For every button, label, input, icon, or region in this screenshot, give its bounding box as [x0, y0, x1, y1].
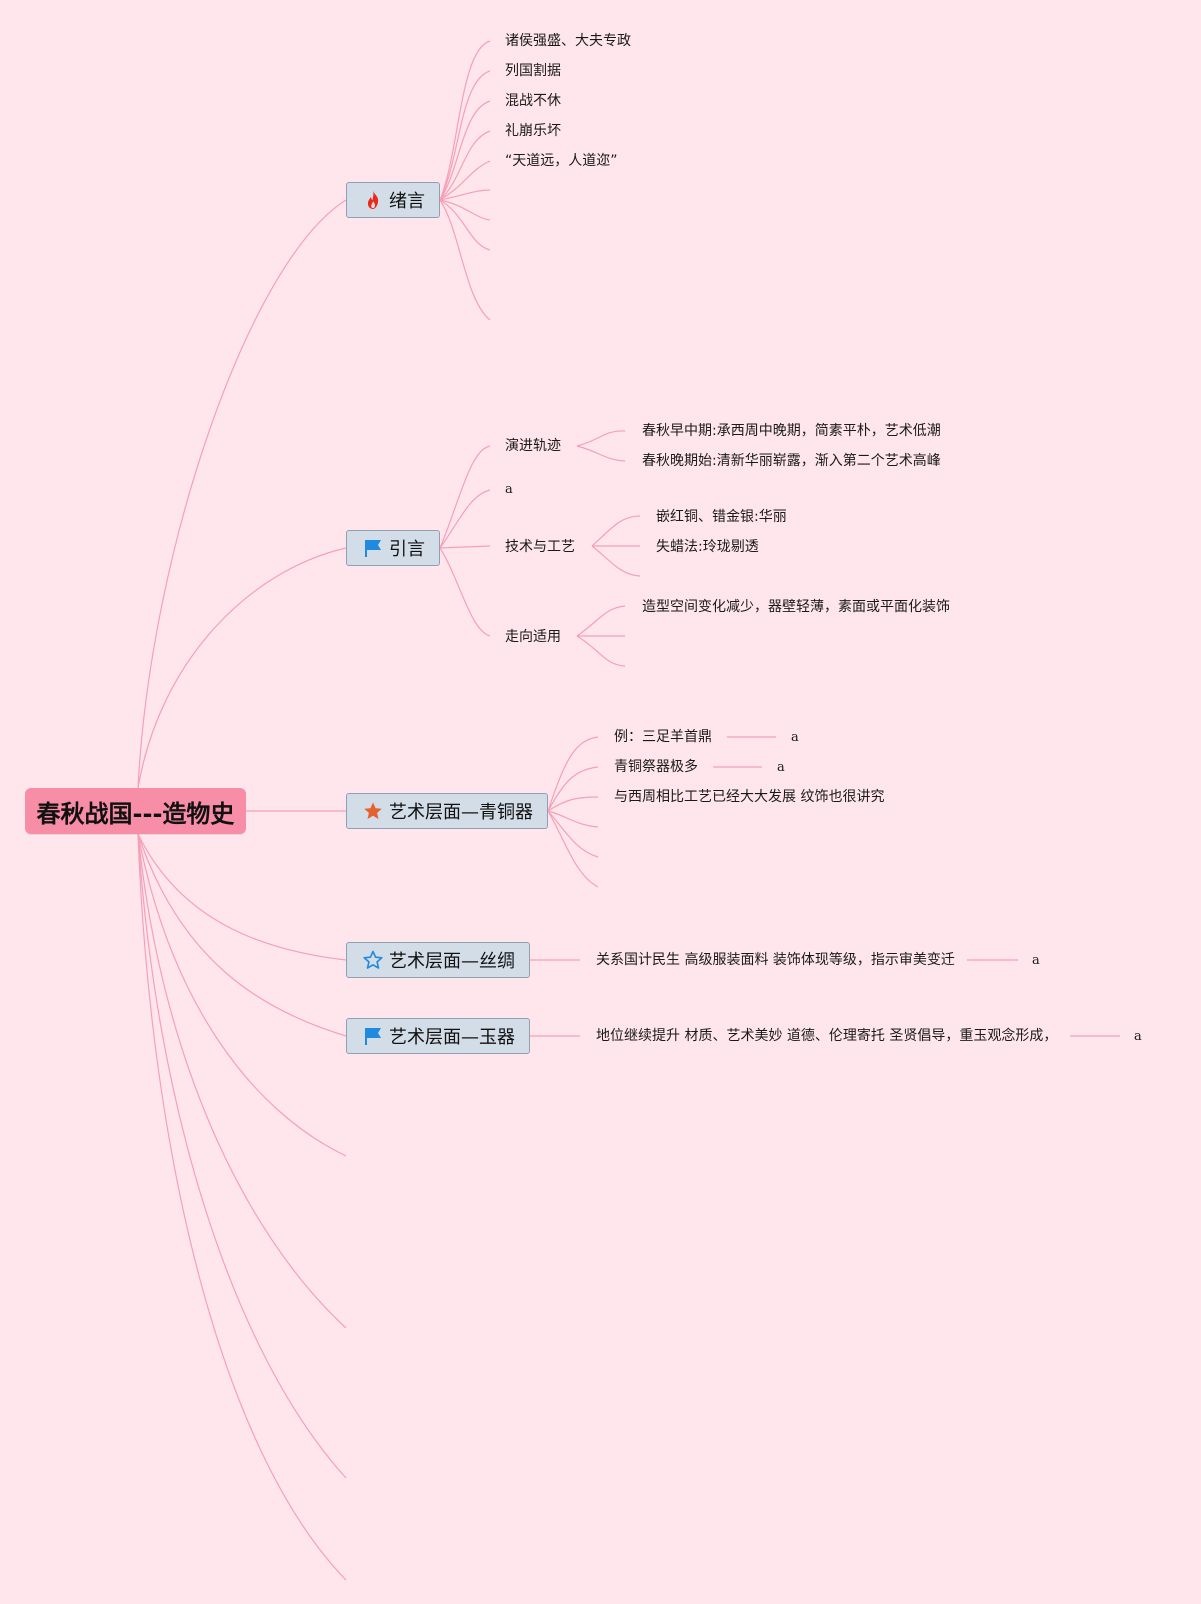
bronze-item[interactable]: 青铜祭器极多 [614, 759, 698, 775]
topic-silk-label: 艺术层面—丝绸 [389, 951, 515, 972]
topic-bronze[interactable]: 艺术层面—青铜器 [346, 793, 548, 829]
topic-preface-label: 引言 [389, 539, 425, 560]
fire-icon [363, 190, 383, 210]
root-topic[interactable]: 春秋战国---造物史 [25, 788, 246, 834]
preface-tech[interactable]: 技术与工艺 [505, 539, 575, 555]
topic-jade[interactable]: 艺术层面—玉器 [346, 1018, 530, 1054]
evolution-child[interactable]: 春秋早中期:承西周中晚期，简素平朴，艺术低潮 [642, 423, 941, 439]
connector-root-jade [137, 833, 347, 1037]
connector-root-preface [137, 547, 347, 789]
connector-root-silk [137, 833, 347, 961]
bronze-item-note[interactable]: a [791, 730, 799, 745]
connector-root-empty-3 [137, 833, 347, 1479]
topic-preface[interactable]: 引言 [346, 530, 440, 566]
root-title: 春秋战国---造物史 [36, 799, 235, 828]
silk-item-note[interactable]: a [1032, 953, 1040, 968]
topic-jade-label: 艺术层面—玉器 [389, 1027, 515, 1048]
preface-a-label[interactable]: a [505, 482, 513, 497]
star-filled-icon [363, 801, 383, 821]
intro-item[interactable]: 诸侯强盛、大夫专政 [505, 33, 631, 49]
connector-root-intro [137, 199, 347, 789]
bronze-item[interactable]: 与西周相比工艺已经大大发展 纹饰也很讲究 [614, 789, 885, 805]
intro-item[interactable]: “天道远，人道迩” [505, 153, 618, 169]
practical-child[interactable]: 造型空间变化减少，器壁轻薄，素面或平面化装饰 [642, 599, 950, 615]
silk-item[interactable]: 关系国计民生 高级服装面料 装饰体现等级，指示审美变迁 [596, 952, 955, 968]
intro-item[interactable]: 列国割据 [505, 63, 561, 79]
star-outline-icon [363, 950, 383, 970]
topic-intro[interactable]: 绪言 [346, 182, 440, 218]
topic-intro-label: 绪言 [389, 191, 425, 212]
evolution-child[interactable]: 春秋晚期始:清新华丽崭露，渐入第二个艺术高峰 [642, 453, 941, 469]
flag-icon [363, 538, 383, 558]
flag-icon [363, 1026, 383, 1046]
preface-practical[interactable]: 走向适用 [505, 629, 561, 645]
connector-root-empty-2 [137, 833, 347, 1329]
bronze-item-note[interactable]: a [777, 760, 785, 775]
topic-silk[interactable]: 艺术层面—丝绸 [346, 942, 530, 978]
bronze-item[interactable]: 例：三足羊首鼎 [614, 729, 712, 745]
jade-item-note[interactable]: a [1134, 1029, 1142, 1044]
tech-child[interactable]: 嵌红铜、错金银:华丽 [656, 509, 787, 525]
tech-child[interactable]: 失蜡法:玲珑剔透 [656, 539, 759, 555]
intro-item[interactable]: 礼崩乐坏 [505, 123, 561, 139]
preface-evolution[interactable]: 演进轨迹 [505, 438, 561, 454]
connector-root-empty-4 [137, 833, 347, 1581]
jade-item[interactable]: 地位继续提升 材质、艺术美妙 道德、伦理寄托 圣贤倡导，重玉观念形成， [596, 1028, 1058, 1044]
topic-bronze-label: 艺术层面—青铜器 [389, 802, 533, 823]
intro-item[interactable]: 混战不休 [505, 93, 561, 109]
connector-root-empty-1 [137, 833, 347, 1157]
